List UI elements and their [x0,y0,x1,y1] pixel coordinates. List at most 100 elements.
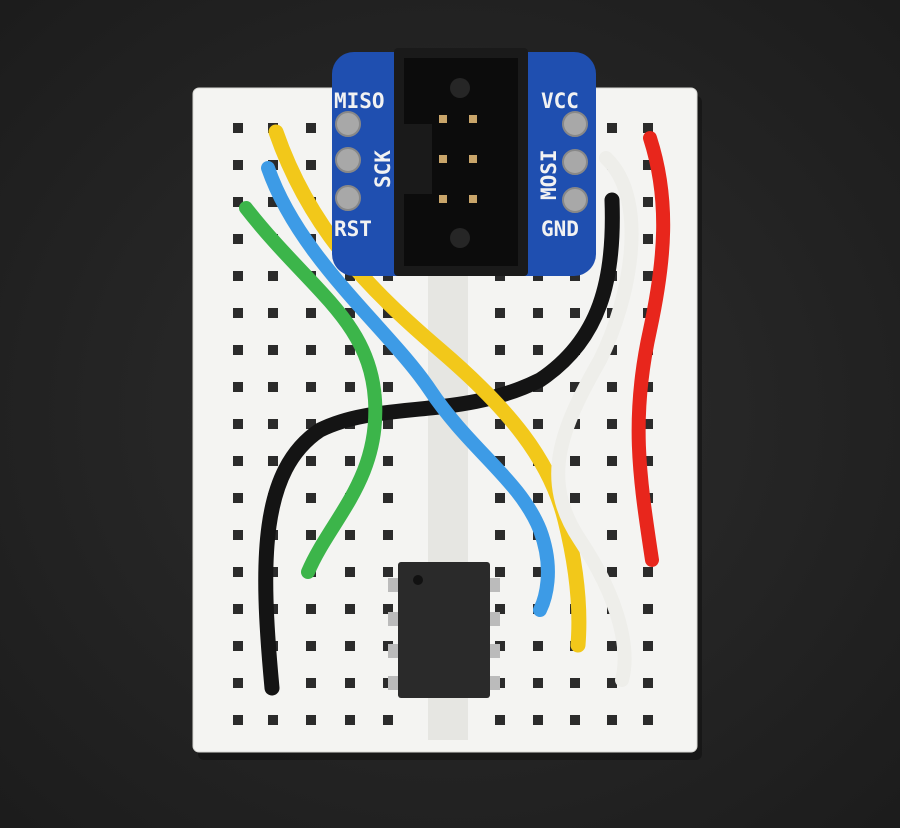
breadboard-hole [306,345,316,355]
breadboard-hole [643,715,653,725]
breadboard-hole [495,456,505,466]
breadboard-hole [345,271,355,281]
breadboard-hole [533,419,543,429]
breadboard-hole [570,308,580,318]
breadboard-hole [495,419,505,429]
breadboard-hole [383,604,393,614]
breadboard-hole [533,678,543,688]
breadboard-hole [643,456,653,466]
breadboard-hole [345,382,355,392]
breadboard-hole [306,641,316,651]
breadboard-hole [383,419,393,429]
breadboard-hole [643,567,653,577]
breadboard-hole [306,123,316,133]
breadboard-hole [233,567,243,577]
breadboard-hole [607,678,617,688]
breadboard-hole [643,604,653,614]
breadboard-hole [607,641,617,651]
breadboard-hole [643,419,653,429]
breadboard-hole [268,382,278,392]
breadboard-hole [345,641,355,651]
label-rst: RST [334,217,372,241]
breadboard-hole [607,123,617,133]
breadboard-hole [233,123,243,133]
breadboard-hole [643,382,653,392]
breadboard-hole [306,530,316,540]
breadboard-hole [495,493,505,503]
breadboard-hole [233,234,243,244]
breadboard-hole [495,382,505,392]
breadboard-hole [306,493,316,503]
black-wire [258,192,620,696]
breadboard-hole [643,160,653,170]
breadboard-hole [495,530,505,540]
breadboard-hole [607,530,617,540]
breadboard-hole [643,123,653,133]
breadboard-hole [268,419,278,429]
breadboard-hole [495,715,505,725]
breadboard-hole [268,345,278,355]
label-sck: SCK [371,150,395,188]
breadboard-hole [643,678,653,688]
breadboard-hole [306,308,316,318]
breadboard-hole [495,604,505,614]
breadboard-hole [268,308,278,318]
breadboard-hole [268,715,278,725]
breadboard-hole [643,197,653,207]
label-vcc: VCC [541,89,579,113]
breadboard-hole [306,678,316,688]
breadboard-hole [345,530,355,540]
breadboard-hole [570,678,580,688]
breadboard-hole [607,419,617,429]
breadboard-hole [233,456,243,466]
breadboard-hole [607,456,617,466]
breadboard-hole [233,382,243,392]
breadboard-hole [607,715,617,725]
breadboard-hole [383,345,393,355]
breadboard-hole [643,641,653,651]
breadboard-hole [533,715,543,725]
breadboard-hole [345,345,355,355]
breadboard-hole [533,345,543,355]
breadboard-hole [607,382,617,392]
breadboard-hole [383,530,393,540]
breadboard-hole [570,382,580,392]
breadboard-hole [383,493,393,503]
breadboard-hole [570,493,580,503]
breadboard-hole [233,530,243,540]
breadboard-hole [345,456,355,466]
breadboard-hole [495,567,505,577]
breadboard-hole [383,382,393,392]
breadboard-hole [570,715,580,725]
breadboard-hole [233,641,243,651]
breadboard-hole [570,271,580,281]
breadboard-hole [607,567,617,577]
breadboard-hole [233,493,243,503]
breadboard-hole [233,160,243,170]
breadboard-hole [233,345,243,355]
breadboard-hole [268,197,278,207]
breadboard-hole [306,715,316,725]
breadboard-hole [268,456,278,466]
breadboard-hole [345,715,355,725]
breadboard-hole [607,493,617,503]
breadboard-hole [383,567,393,577]
breadboard-hole [345,567,355,577]
breadboard-hole [233,419,243,429]
isp-adapter-board: MISO RST VCC GND SCK MOSI [332,48,596,276]
breadboard-hole [233,604,243,614]
breadboard-hole [268,271,278,281]
green-wire [239,201,383,579]
breadboard-hole [306,604,316,614]
label-mosi: MOSI [537,149,561,200]
breadboard-hole [570,456,580,466]
breadboard-hole [643,234,653,244]
breadboard-hole [233,678,243,688]
breadboard-hole [345,604,355,614]
breadboard-hole [306,382,316,392]
label-gnd: GND [541,217,579,241]
breadboard-hole [233,308,243,318]
breadboard-hole [533,308,543,318]
breadboard-hole [383,715,393,725]
